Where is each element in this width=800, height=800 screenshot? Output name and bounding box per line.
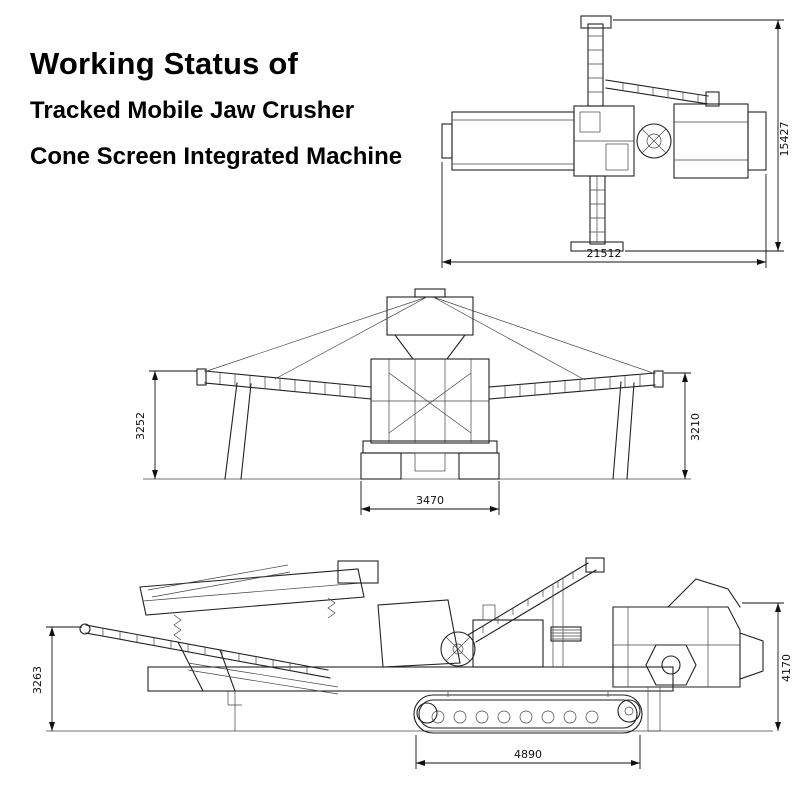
dim-side-right-label: 4170	[780, 654, 793, 682]
top-view-dim-length: 21512	[441, 162, 767, 268]
front-view-dim-width: 3470	[360, 481, 500, 515]
side-view-dim-length: 4890	[415, 735, 641, 769]
side-view-dim-left: 3263	[31, 626, 82, 731]
dim-top-height-label: 15427	[778, 122, 791, 157]
side-view: 3263 4170 4890	[31, 557, 793, 769]
top-view-machine	[441, 15, 767, 252]
dim-side-left-label: 3263	[31, 666, 44, 694]
front-view-dim-left: 3252	[134, 370, 197, 479]
title-line-2: Tracked Mobile Jaw Crusher	[30, 97, 355, 124]
title-line-1: Working Status of	[30, 46, 299, 81]
front-view-machine	[143, 288, 691, 480]
front-view: 3252 3210 3470	[134, 288, 702, 515]
title-line-3: Cone Screen Integrated Machine	[30, 143, 403, 170]
title-block: Working Status of Tracked Mobile Jaw Cru…	[30, 46, 402, 171]
dim-top-length-label: 21512	[587, 247, 622, 260]
dim-side-length-label: 4890	[514, 748, 542, 761]
top-view: 15427 21512	[441, 15, 791, 268]
side-view-dim-right: 4170	[742, 602, 793, 731]
dim-front-right-label: 3210	[689, 413, 702, 441]
dim-front-left-label: 3252	[134, 412, 147, 440]
dim-front-width-label: 3470	[416, 494, 444, 507]
top-view-dim-height: 15427	[613, 19, 791, 252]
side-view-machine	[46, 557, 773, 734]
front-view-dim-right: 3210	[664, 372, 702, 479]
